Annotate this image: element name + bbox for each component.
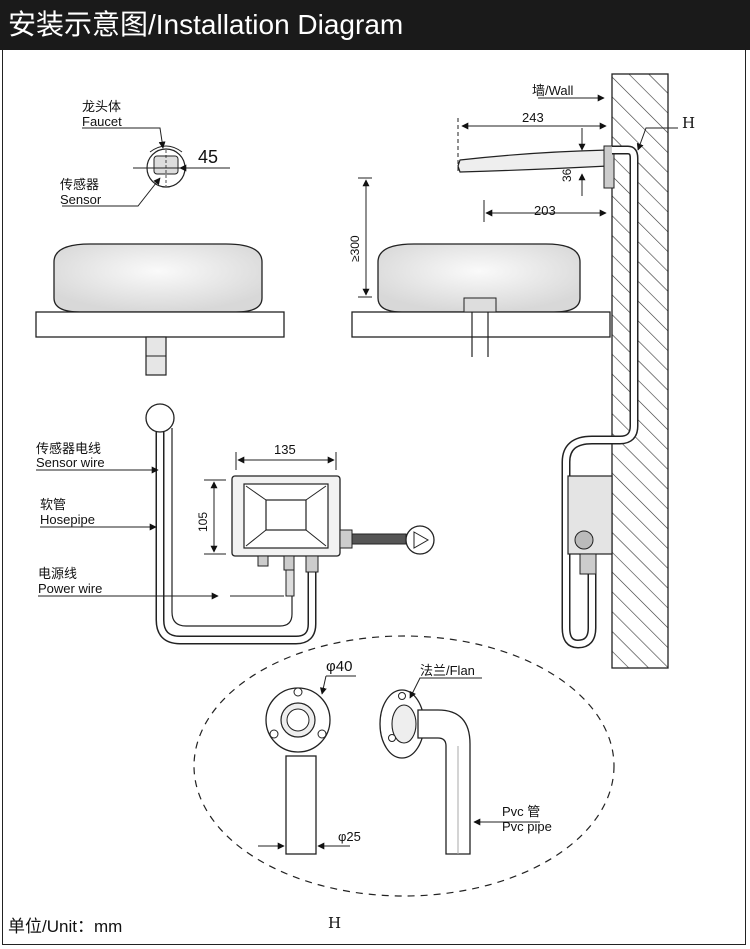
header-bar: 安装示意图/Installation Diagram (0, 0, 750, 50)
hosepipe-label-cn: 软管 (40, 497, 67, 512)
hosepipe-label-en: Hosepipe (40, 512, 95, 527)
page-title: 安装示意图/Installation Diagram (8, 9, 404, 40)
reach-dim: 243 (522, 110, 544, 125)
faucet-label-en: Faucet (82, 114, 122, 129)
power-wire-label-cn: 电源线 (38, 566, 78, 581)
spout (457, 149, 609, 173)
box-width-dim: 135 (274, 442, 296, 457)
h-mark-top: H (682, 114, 696, 132)
unit-label: 单位/Unit：mm (8, 917, 123, 936)
counter-left (35, 311, 285, 338)
min-height-dim: ≥300 (348, 235, 362, 262)
pipe-dia-dim: φ25 (338, 829, 361, 844)
faucet-detail (62, 127, 230, 207)
wall-section (561, 73, 678, 669)
pvc-label-en: Pvc pipe (502, 819, 552, 834)
flan-label: 法兰/Flan (420, 663, 475, 678)
elbow-pipe (417, 709, 471, 855)
power-cable (351, 533, 407, 545)
sensor-angle-dim: 45 (198, 147, 219, 167)
front-pipe (285, 755, 317, 855)
sensor-head (145, 403, 175, 433)
counter-middle (351, 311, 611, 338)
flange-detail (193, 635, 615, 897)
spout-height-dim: 36 (560, 168, 574, 182)
sensor-label-en: Sensor (60, 192, 102, 207)
pvc-label-cn: Pvc 管 (502, 804, 541, 819)
box-display (265, 499, 307, 531)
power-wire-label-en: Power wire (38, 581, 103, 596)
spout-reach-dim: 203 (534, 203, 556, 218)
sensor-wire-label-en: Sensor wire (36, 455, 105, 470)
flange-dia-dim: φ40 (326, 658, 353, 675)
diagram-frame (2, 50, 746, 945)
left-basin (35, 243, 285, 376)
wall-label: 墙/Wall (532, 83, 574, 98)
middle-basin (351, 94, 611, 357)
faucet-label-cn: 龙头体 (82, 99, 122, 114)
sensor-label-cn: 传感器 (60, 177, 100, 192)
h-mark-bottom: H (328, 914, 342, 932)
wall (611, 73, 669, 669)
box-height-dim: 105 (196, 511, 210, 532)
control-box-assembly (36, 403, 435, 645)
detail-ellipse (193, 635, 615, 897)
sensor-wire-label-cn: 传感器电线 (36, 441, 102, 456)
